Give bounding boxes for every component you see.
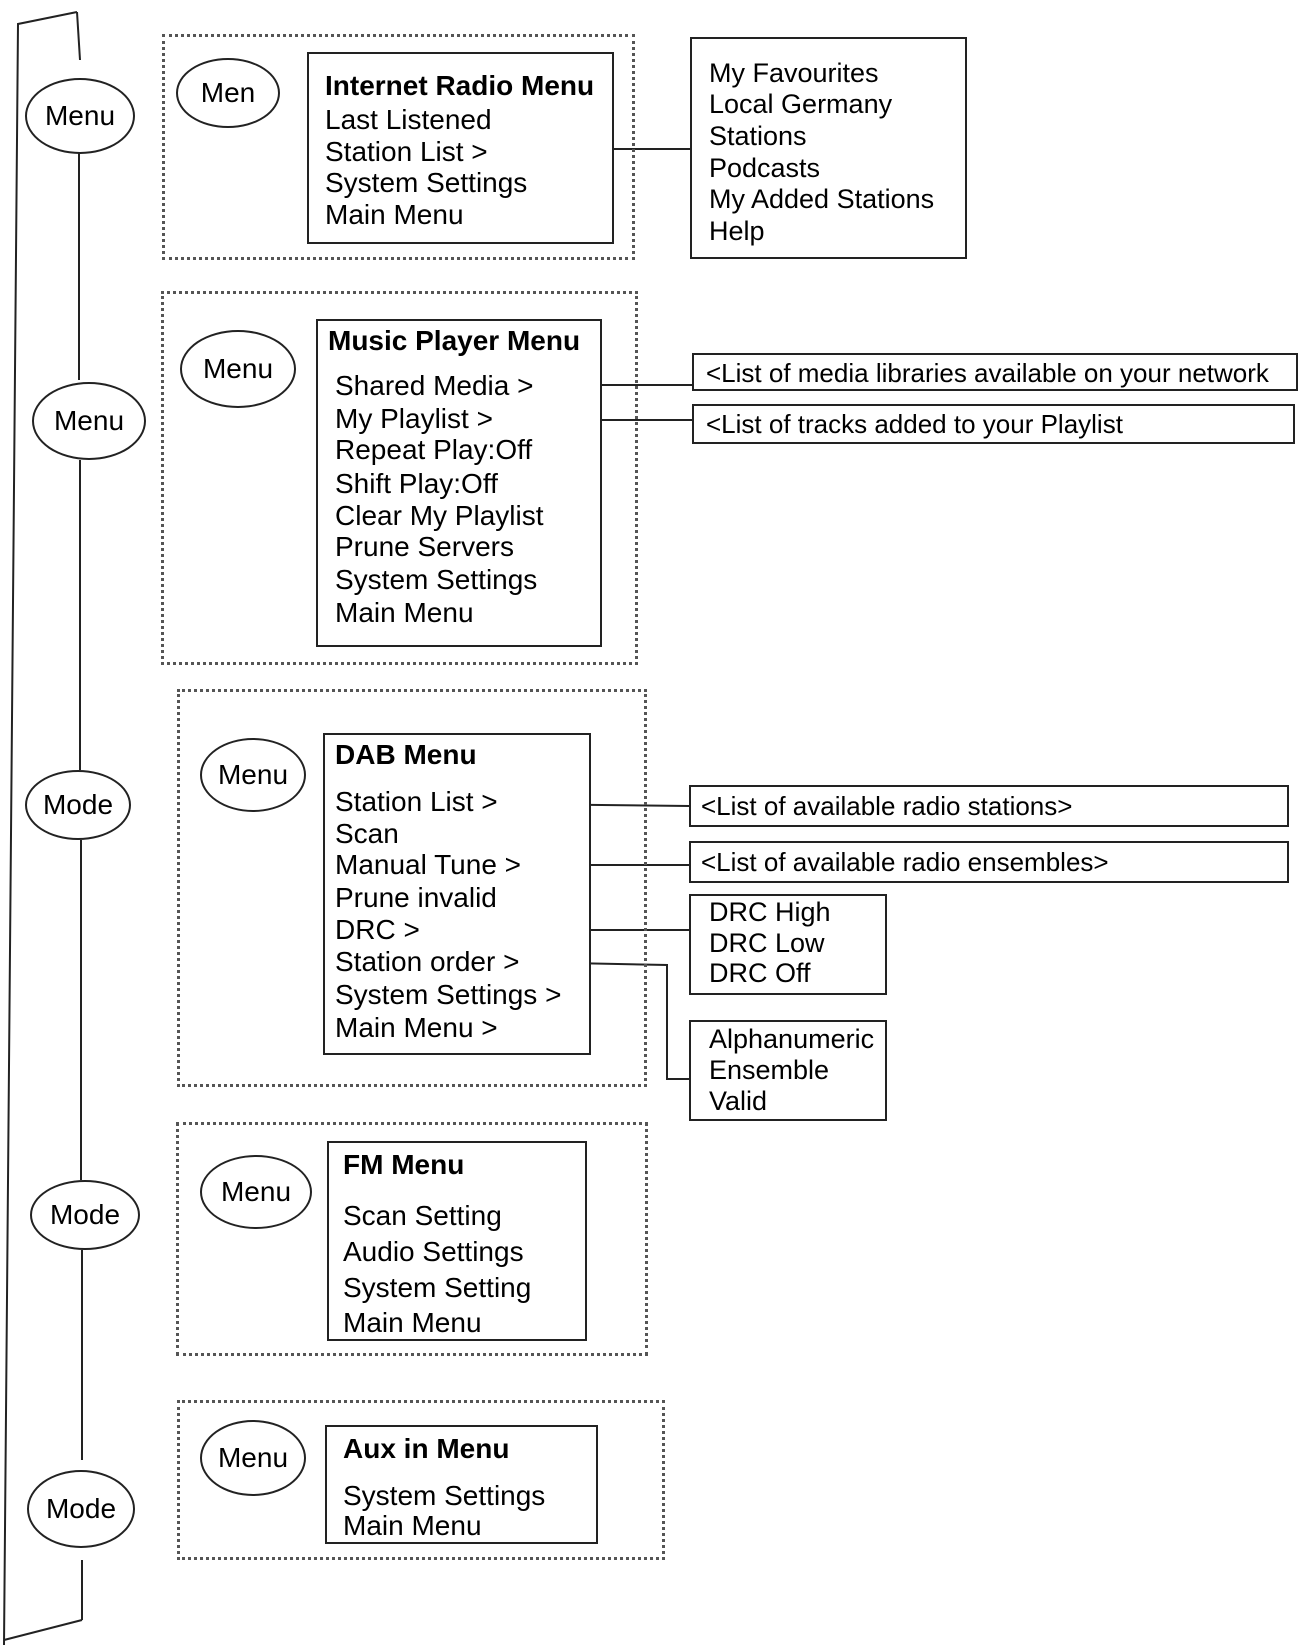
internet-radio-item-station-list[interactable]: Station List > — [325, 136, 488, 167]
dab-item-system-settings[interactable]: System Settings > — [335, 979, 562, 1010]
menu-button-label: Menu — [217, 1442, 289, 1473]
dab-group — [177, 689, 647, 1087]
internet-radio-group — [162, 34, 635, 260]
aux-item-main-menu[interactable]: Main Menu — [343, 1510, 482, 1541]
side-button-label: Menu — [44, 100, 116, 131]
music-player-group — [161, 291, 638, 665]
menu-button-label: Menu — [220, 1176, 292, 1207]
menu-button-label: Men — [200, 77, 256, 108]
side-button-label: Mode — [42, 789, 114, 820]
station-order-sub-item[interactable]: Ensemble — [709, 1055, 830, 1085]
music-player-item-main-menu[interactable]: Main Menu — [335, 597, 474, 628]
station-list-sub-item[interactable]: Help — [709, 216, 765, 246]
menu-button-label: Menu — [217, 759, 289, 790]
internet-radio-item-main-menu[interactable]: Main Menu — [325, 199, 464, 230]
fm-item-audio-settings[interactable]: Audio Settings — [343, 1236, 524, 1267]
fm-item-system-setting[interactable]: System Setting — [343, 1272, 532, 1303]
manual-tune-sub-text: <List of available radio ensembles> — [701, 847, 1109, 877]
drc-sub-item[interactable]: DRC Off — [709, 958, 811, 988]
dab-menu-box — [323, 733, 591, 1055]
internet-radio-item-last-listened[interactable]: Last Listened — [325, 104, 492, 135]
playlist-submenu-box — [692, 404, 1295, 444]
music-player-menu-title: Music Player Menu — [328, 325, 581, 356]
drc-sub-item[interactable]: DRC High — [709, 897, 831, 927]
music-player-item-shift-play[interactable]: Shift Play:Off — [335, 468, 498, 499]
side-menu-button-2[interactable]: Menu — [32, 382, 146, 460]
dab-menu-button[interactable]: Menu — [200, 738, 306, 812]
dab-item-scan[interactable]: Scan — [335, 818, 399, 849]
side-bar-outline — [3, 11, 78, 1645]
fm-group — [176, 1122, 648, 1356]
dab-item-manual-tune[interactable]: Manual Tune > — [335, 849, 522, 880]
aux-menu-title: Aux in Menu — [343, 1433, 510, 1464]
internet-radio-item-system-settings[interactable]: System Settings — [325, 167, 528, 198]
station-list-sub-item[interactable]: Local Germany — [709, 89, 893, 119]
aux-group — [177, 1400, 665, 1560]
music-player-item-prune-servers[interactable]: Prune Servers — [335, 531, 514, 562]
music-player-item-clear-playlist[interactable]: Clear My Playlist — [335, 500, 544, 531]
dab-item-prune-invalid[interactable]: Prune invalid — [335, 882, 497, 913]
aux-menu-box — [325, 1425, 598, 1544]
side-mode-button-1[interactable]: Mode — [25, 770, 131, 840]
dab-station-list-submenu-box — [689, 785, 1289, 827]
fm-menu-title: FM Menu — [343, 1149, 465, 1180]
station-list-sub-item[interactable]: Podcasts — [709, 153, 821, 183]
dab-item-main-menu[interactable]: Main Menu > — [335, 1012, 498, 1043]
station-list-sub-item[interactable]: My Favourites — [709, 58, 879, 88]
fm-menu-box — [327, 1141, 587, 1341]
side-button-label: Mode — [45, 1493, 117, 1524]
fm-item-main-menu[interactable]: Main Menu — [343, 1307, 482, 1338]
station-list-sub-item[interactable]: My Added Stations — [709, 184, 935, 214]
side-menu-button-1[interactable]: Menu — [25, 78, 135, 154]
internet-radio-menu-box — [307, 52, 614, 244]
music-player-item-system-settings[interactable]: System Settings — [335, 564, 538, 595]
drc-submenu-box — [689, 894, 887, 995]
dab-station-list-sub-text: <List of available radio stations> — [701, 791, 1073, 821]
dab-menu-title: DAB Menu — [335, 739, 477, 770]
side-mode-button-3[interactable]: Mode — [27, 1470, 135, 1548]
playlist-sub-text: <List of tracks added to your Playlist — [706, 409, 1123, 439]
station-list-sub-item[interactable]: Stations — [709, 121, 807, 151]
dab-item-station-order[interactable]: Station order > — [335, 946, 520, 977]
shared-media-sub-text: <List of media libraries available on yo… — [706, 358, 1269, 388]
fm-item-scan-setting[interactable]: Scan Setting — [343, 1200, 502, 1231]
music-player-item-shared-media[interactable]: Shared Media > — [335, 370, 534, 401]
internet-radio-menu-title: Internet Radio Menu — [325, 70, 595, 101]
side-button-label: Mode — [49, 1199, 121, 1230]
side-button-label: Menu — [53, 405, 125, 436]
station-order-sub-item[interactable]: Valid — [709, 1086, 768, 1116]
station-list-submenu-box — [690, 37, 967, 259]
aux-menu-button[interactable]: Menu — [200, 1420, 306, 1496]
side-bar-outline-right — [76, 11, 81, 61]
side-mode-button-2[interactable]: Mode — [30, 1180, 140, 1250]
drc-sub-item[interactable]: DRC Low — [709, 928, 825, 958]
music-player-item-repeat-play[interactable]: Repeat Play:Off — [335, 434, 533, 465]
music-player-menu-button[interactable]: Menu — [180, 330, 296, 408]
station-order-sub-item[interactable]: Alphanumeric — [709, 1024, 875, 1054]
menu-button-label: Menu — [202, 353, 274, 384]
internet-radio-menu-button[interactable]: Men — [176, 58, 280, 128]
side-bar-outline-foot — [3, 1619, 83, 1641]
aux-item-system-settings[interactable]: System Settings — [343, 1480, 546, 1511]
manual-tune-submenu-box — [689, 841, 1289, 883]
station-order-submenu-box — [689, 1020, 887, 1121]
dab-item-station-list[interactable]: Station List > — [335, 786, 498, 817]
dab-item-drc[interactable]: DRC > — [335, 914, 420, 945]
shared-media-submenu-box — [692, 353, 1298, 391]
music-player-menu-box — [316, 319, 602, 647]
connector-station-order — [520, 961, 689, 1080]
music-player-item-my-playlist[interactable]: My Playlist > — [335, 403, 493, 434]
fm-menu-button[interactable]: Menu — [200, 1155, 312, 1229]
